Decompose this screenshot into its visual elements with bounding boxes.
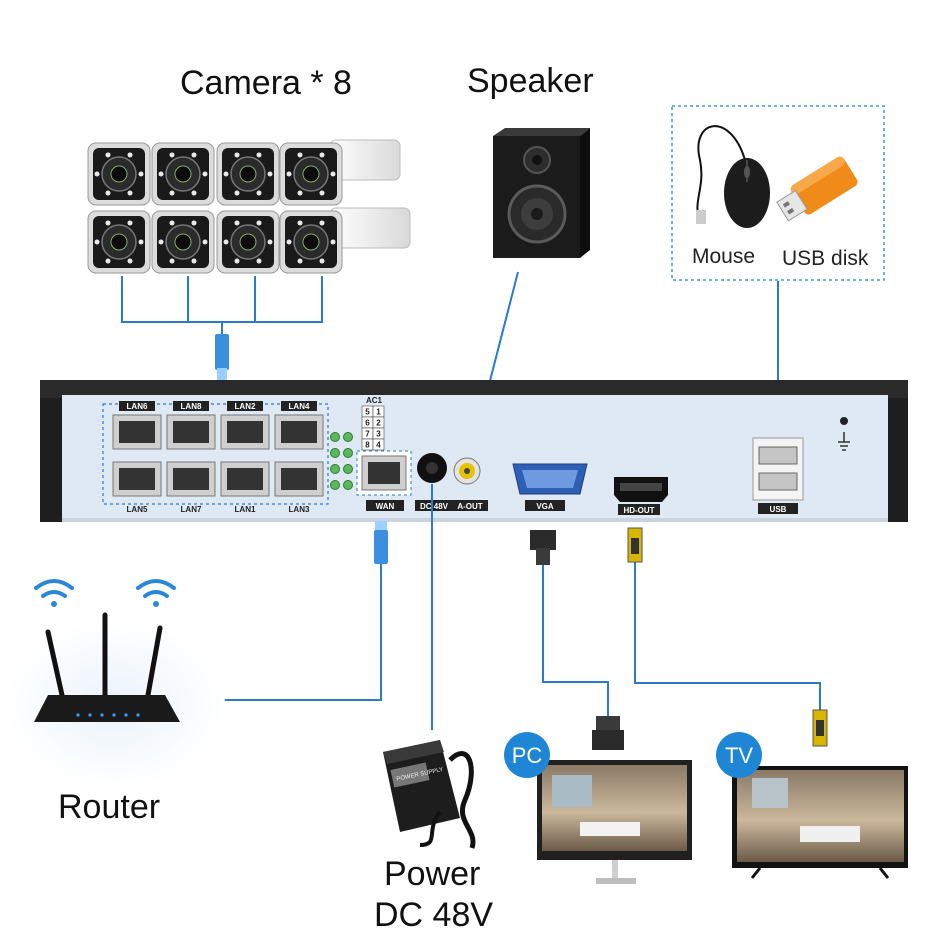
lan-port (220, 414, 270, 450)
camera-icon (329, 139, 411, 249)
usb-disk-icon (776, 156, 858, 222)
dc-port: DC 48V (415, 453, 453, 511)
lan-port (112, 461, 162, 497)
led-indicator (330, 432, 340, 442)
led-indicator (343, 480, 353, 490)
vga-label: VGA (536, 502, 554, 511)
lan-label: LAN2 (235, 402, 256, 411)
led-indicator (330, 448, 340, 458)
power-adapter-icon: POWER SUPPLY (383, 740, 476, 849)
mouse-label: Mouse (692, 245, 756, 268)
ac-terminal-label: 7 (365, 430, 370, 439)
camera-unit (87, 210, 151, 274)
tv-badge: TV (716, 732, 762, 778)
ground-icon (838, 417, 850, 451)
network-cable (166, 562, 382, 701)
lan-label: LAN8 (181, 402, 202, 411)
lan-label: LAN5 (127, 505, 148, 514)
lan-port (166, 414, 216, 450)
led-indicator (343, 432, 353, 442)
status-led-group (330, 432, 353, 490)
lan-label: LAN1 (235, 505, 256, 514)
wifi-icon (136, 579, 176, 607)
speaker-icon (493, 128, 590, 258)
led-indicator (330, 480, 340, 490)
lan-label: LAN4 (289, 402, 310, 411)
aout-label: A-OUT (457, 502, 482, 511)
camera-cable (121, 276, 323, 335)
pc-label: PC (512, 743, 543, 768)
ac-terminal-label: 1 (376, 408, 381, 417)
vga-port: VGA (512, 463, 588, 511)
dc-label: DC 48V (420, 502, 449, 511)
camera-unit (279, 210, 343, 274)
tv-label: TV (725, 743, 753, 768)
rj45-plug-icon (215, 334, 229, 382)
router-icon (5, 612, 225, 790)
lan-port (220, 461, 270, 497)
pc-monitor-icon (537, 760, 692, 884)
lan-port (274, 461, 324, 497)
lan-port (166, 461, 216, 497)
ac-header-label: AC1 (366, 396, 383, 405)
peripheral-box (671, 105, 885, 281)
usb-port: USB (752, 437, 804, 514)
led-indicator (330, 464, 340, 474)
ac-terminal-label: 5 (365, 408, 370, 417)
rj45-plug-icon (374, 521, 388, 564)
ac-terminal-label: 4 (376, 441, 381, 450)
camera-unit (87, 142, 151, 206)
vga-cable (542, 565, 609, 716)
wifi-icon (34, 579, 74, 607)
vga-connector-icon (530, 530, 624, 750)
ac-terminal-label: 3 (376, 430, 381, 439)
power-label: Power (384, 855, 481, 893)
hdmi-cable (634, 560, 821, 712)
tv-icon (732, 766, 908, 879)
lan-label: LAN7 (181, 505, 202, 514)
cameras-label: Camera * 8 (180, 64, 352, 102)
lan-port (112, 414, 162, 450)
lan-port (274, 414, 324, 450)
aout-port: A-OUT (452, 457, 488, 511)
lan-label: LAN3 (289, 505, 310, 514)
led-indicator (343, 464, 353, 474)
hdmi-connector-icon (627, 527, 828, 747)
camera-unit (279, 142, 343, 206)
camera-unit (151, 210, 215, 274)
camera-group (87, 139, 411, 382)
hdout-label: HD-OUT (623, 506, 654, 515)
camera-unit (216, 142, 280, 206)
camera-unit (216, 210, 280, 274)
wan-label: WAN (376, 502, 395, 511)
router-label: Router (58, 788, 161, 826)
wan-port: WAN (356, 450, 412, 511)
hdmi-port: HD-OUT (614, 477, 668, 515)
pc-badge: PC (504, 732, 550, 778)
led-indicator (343, 448, 353, 458)
mouse-icon (696, 125, 770, 228)
speaker-label: Speaker (467, 62, 594, 100)
usb-label: USB (770, 505, 787, 514)
ac-terminal-label: 8 (365, 441, 370, 450)
camera-unit (151, 142, 215, 206)
ac-terminal-label: 6 (365, 419, 370, 428)
lan-label: LAN6 (127, 402, 148, 411)
ac-terminal-label: 2 (376, 419, 381, 428)
usb-disk-label: USB disk (782, 247, 869, 270)
power-voltage-label: DC 48V (374, 896, 494, 934)
